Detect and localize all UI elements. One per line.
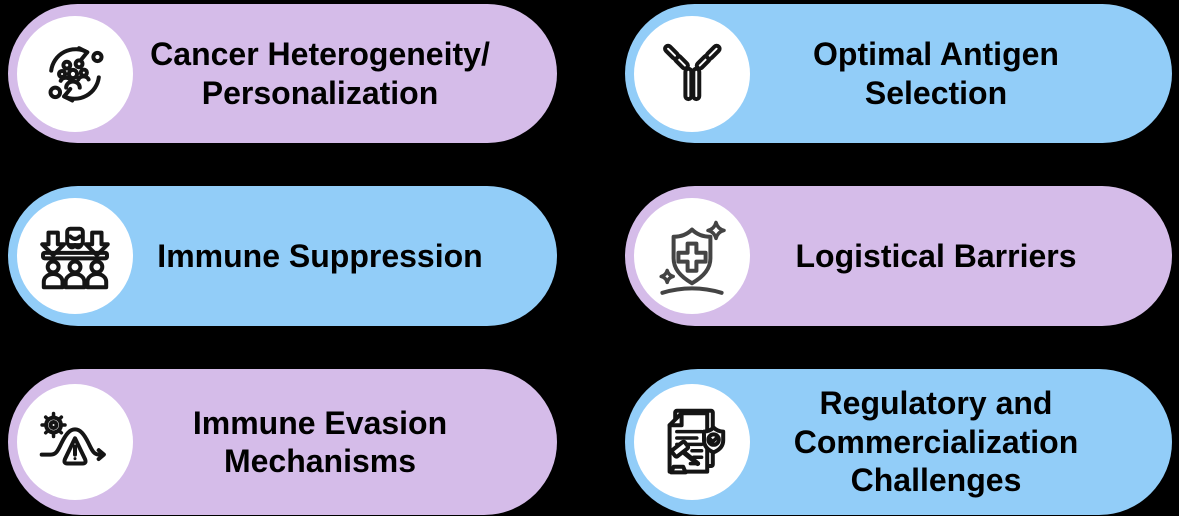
card-label-line: Immune Evasion xyxy=(192,404,448,441)
shield-cross-sparkle-icon xyxy=(652,216,732,296)
icon-circle xyxy=(17,198,133,314)
cycle-people-icon xyxy=(41,40,109,108)
card-label: Immune Suppression xyxy=(133,237,557,275)
card-label-line: Selection xyxy=(864,74,1008,111)
card-label-line: Cancer Heterogeneity/ xyxy=(150,36,490,73)
suppression-hand-people-icon xyxy=(36,217,114,295)
card-immune-evasion-mechanisms: Immune Evasion Mechanisms xyxy=(8,369,557,515)
card-label-line: Challenges xyxy=(850,462,1022,499)
card-label: Cancer Heterogeneity/ Personalization xyxy=(133,35,557,112)
card-label-line: Commercialization xyxy=(793,423,1079,460)
card-label-line: Regulatory and xyxy=(819,385,1053,422)
card-regulatory-commercialization: Regulatory and Commercialization Challen… xyxy=(625,369,1172,515)
icon-circle xyxy=(634,15,750,132)
icon-circle xyxy=(634,198,750,314)
card-cancer-heterogeneity: Cancer Heterogeneity/ Personalization xyxy=(8,4,557,143)
card-optimal-antigen-selection: Optimal Antigen Selection xyxy=(625,4,1172,143)
card-label-line: Logistical Barriers xyxy=(795,237,1077,274)
card-label: Regulatory and Commercialization Challen… xyxy=(750,384,1172,499)
gear-warning-arrow-icon xyxy=(38,405,112,479)
icon-circle xyxy=(17,15,133,132)
icon-circle xyxy=(17,384,133,500)
card-label-line: Personalization xyxy=(201,74,439,111)
card-immune-suppression: Immune Suppression xyxy=(8,186,557,326)
icon-circle xyxy=(634,384,750,500)
card-label-line: Mechanisms xyxy=(223,443,417,479)
card-label-line: Immune Suppression xyxy=(157,237,483,274)
card-logistical-barriers: Logistical Barriers xyxy=(625,186,1172,326)
card-label: Optimal Antigen Selection xyxy=(750,35,1172,112)
document-gavel-shield-icon xyxy=(652,402,732,482)
card-label: Logistical Barriers xyxy=(750,237,1172,275)
card-label: Immune Evasion Mechanisms xyxy=(133,404,557,481)
card-label-line: Optimal Antigen xyxy=(813,36,1059,73)
antibody-icon xyxy=(659,41,725,107)
